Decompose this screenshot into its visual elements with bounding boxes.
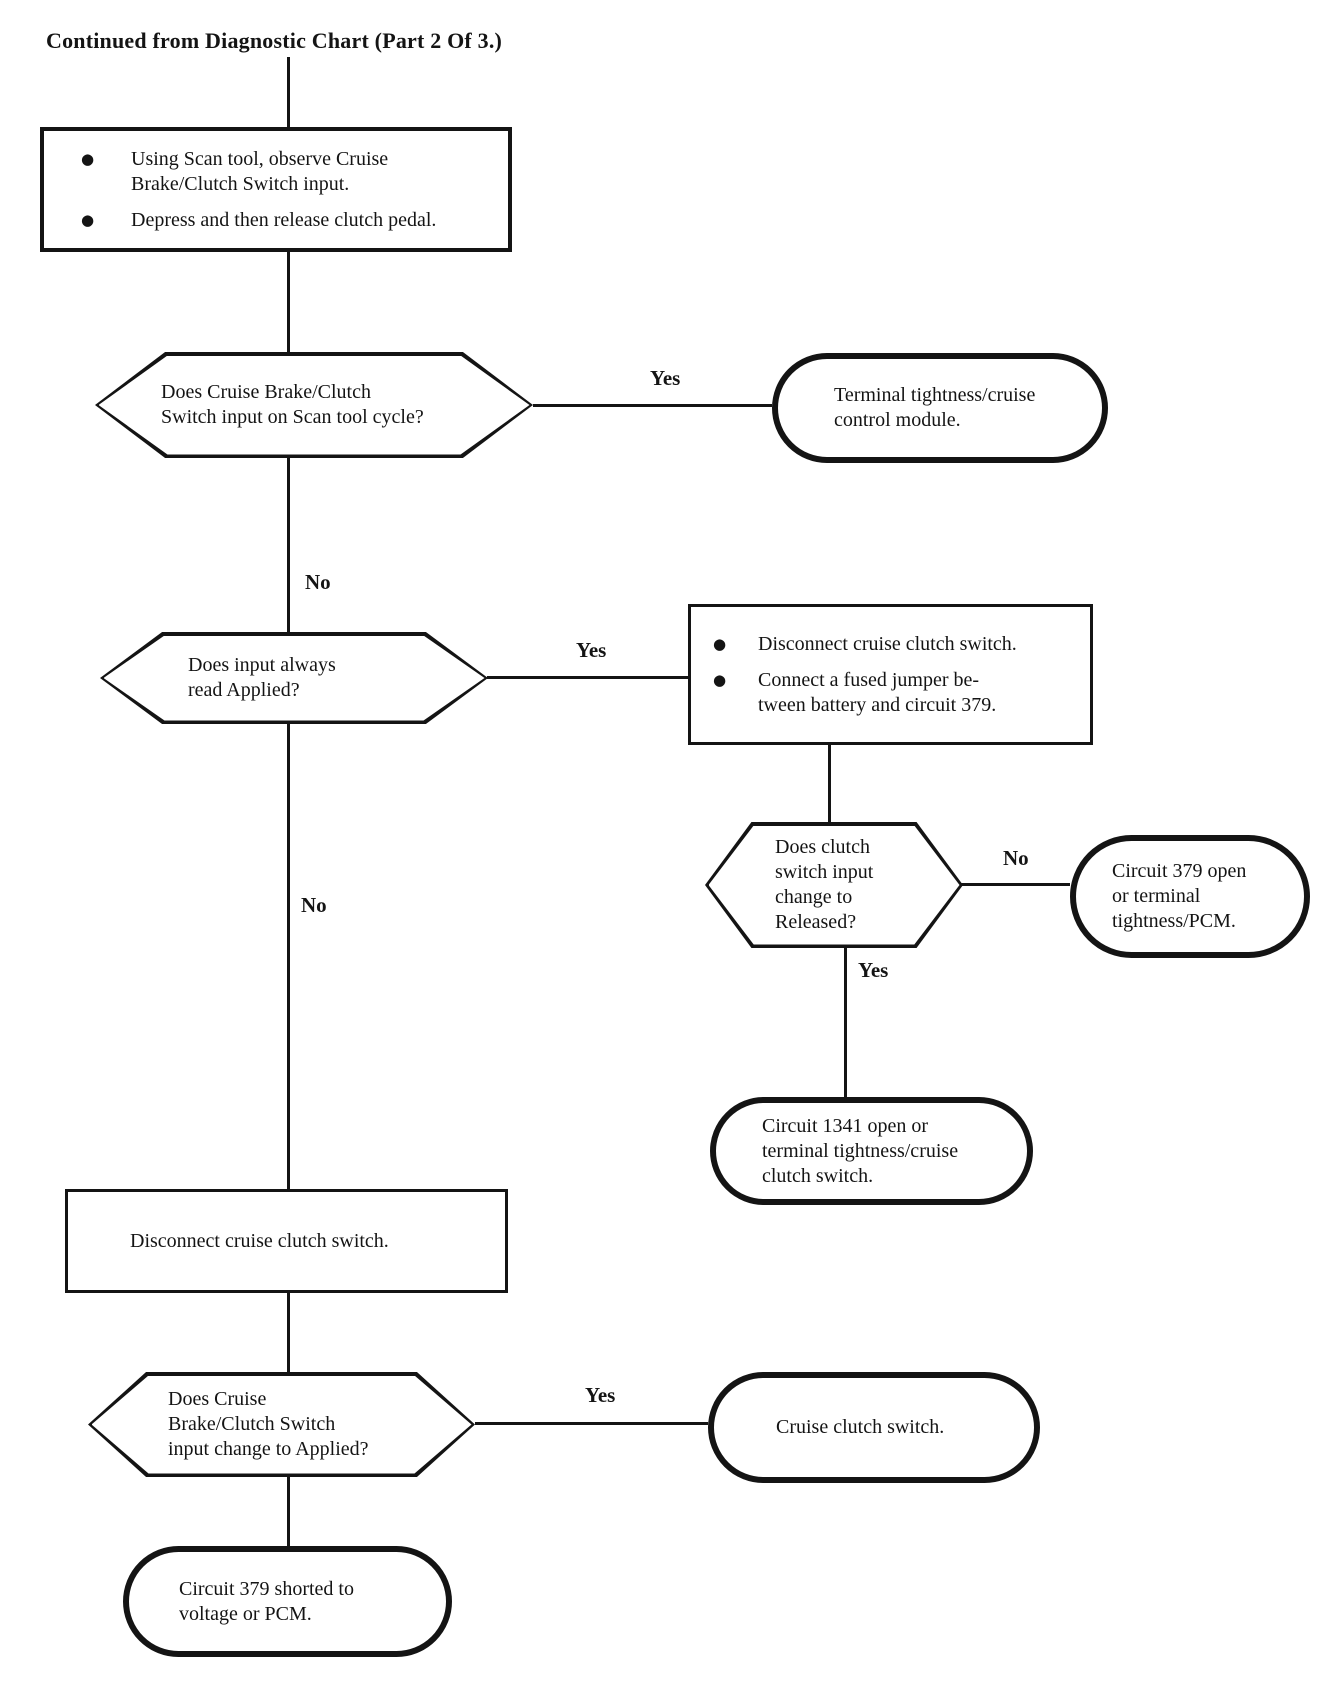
connector-decision1-no	[287, 458, 290, 634]
edge-label-yes: Yes	[650, 366, 681, 390]
list-item: ● Using Scan tool, observe Cruise Brake/…	[81, 147, 494, 197]
list-item: ● Disconnect cruise clutch switch.	[713, 632, 1080, 657]
page-title: Continued from Diagnostic Chart (Part 2 …	[46, 28, 503, 53]
edge-label-yes: Yes	[858, 958, 889, 982]
terminal-circuit-1341-open: Circuit 1341 open or terminal tightness/…	[710, 1097, 1033, 1205]
connector-decision3-yes	[844, 948, 847, 1097]
decision-applied: Does Cruise Brake/Clutch Switch input ch…	[88, 1372, 475, 1477]
process-disconnect-switch-text: Disconnect cruise clutch switch.	[130, 1229, 389, 1252]
list-item: ● Connect a fused jumper be- tween batte…	[713, 668, 1080, 718]
terminal-tightness-module: Terminal tightness/cruise control module…	[772, 353, 1108, 463]
bullet-icon: ●	[81, 149, 95, 168]
list-item: ● Depress and then release clutch pedal.	[81, 208, 494, 233]
connector-decision2-no	[287, 722, 290, 1189]
edge-label-yes: Yes	[585, 1383, 616, 1407]
connector-decision3-no	[961, 883, 1070, 886]
connector-process1-to-decision1	[287, 252, 290, 352]
connector-process3-to-decision4	[287, 1293, 290, 1372]
decision-always-applied-text: Does input always read Applied?	[188, 654, 336, 701]
edge-label-no: No	[305, 570, 331, 594]
edge-label-yes: Yes	[576, 638, 607, 662]
connector-process2-to-decision3	[828, 745, 831, 823]
process-scan-tool-steps: ● Using Scan tool, observe Cruise Brake/…	[40, 127, 512, 252]
decision-scan-cycle-text: Does Cruise Brake/Clutch Switch input on…	[161, 381, 424, 428]
edge-label-no: No	[301, 893, 327, 917]
bullet-icon: ●	[713, 670, 727, 689]
process-disconnect-switch: Disconnect cruise clutch switch.	[65, 1189, 508, 1293]
bullet-text: Disconnect cruise clutch switch.	[758, 632, 1017, 655]
connector-decision2-yes	[487, 676, 688, 679]
terminal-circuit-379-open: Circuit 379 open or terminal tightness/P…	[1070, 835, 1310, 958]
connector-decision4-yes	[475, 1422, 708, 1425]
decision-applied-text: Does Cruise Brake/Clutch Switch input ch…	[168, 1388, 369, 1460]
bullet-text: Depress and then release clutch pedal.	[131, 208, 437, 231]
terminal-cruise-clutch-switch: Cruise clutch switch.	[708, 1372, 1040, 1483]
process-fused-jumper-steps: ● Disconnect cruise clutch switch. ● Con…	[688, 604, 1093, 745]
bullet-icon: ●	[81, 210, 95, 229]
bullet-list: ● Disconnect cruise clutch switch. ● Con…	[691, 607, 1090, 742]
edge-label-no: No	[1003, 846, 1029, 870]
bullet-icon: ●	[713, 634, 727, 653]
decision-always-applied: Does input always read Applied?	[100, 632, 488, 724]
decision-released-text: Does clutch switch input change to Relea…	[775, 836, 874, 933]
connector-decision4-no	[287, 1477, 290, 1546]
connector-decision1-yes	[533, 404, 772, 407]
decision-scan-cycle: Does Cruise Brake/Clutch Switch input on…	[95, 352, 533, 458]
decision-released: Does clutch switch input change to Relea…	[705, 822, 963, 948]
connector-start-to-process1	[287, 57, 290, 127]
terminal-circuit-379-shorted: Circuit 379 shorted to voltage or PCM.	[123, 1546, 452, 1657]
bullet-text: Connect a fused jumper be- tween battery…	[758, 668, 997, 716]
bullet-text: Using Scan tool, observe Cruise Brake/Cl…	[131, 147, 389, 195]
bullet-list: ● Using Scan tool, observe Cruise Brake/…	[44, 131, 508, 248]
